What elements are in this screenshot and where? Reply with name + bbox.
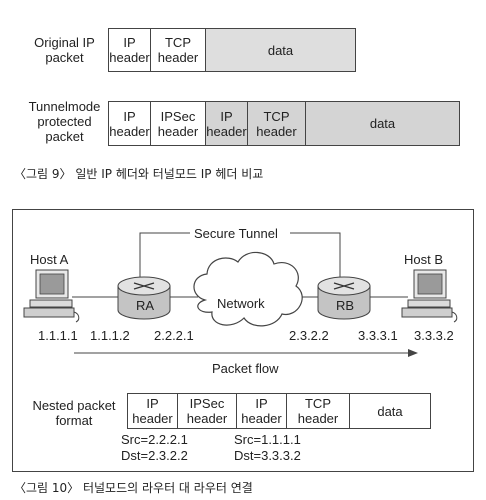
- figure10-caption: 〈그림 10〉 터널모드의 라우터 대 라우터 연결: [14, 481, 253, 495]
- nested-tcp-header-cell: TCP header: [287, 394, 350, 428]
- addr-host-a: 1.1.1.1: [38, 328, 78, 343]
- dst-inner: Dst=3.3.3.2: [234, 448, 301, 463]
- tunnel-inner-ip-header-cell: IP header: [206, 102, 248, 145]
- host-b-computer-icon: [401, 269, 458, 323]
- dst-outer: Dst=2.3.2.2: [121, 448, 188, 463]
- router-rb-label: RB: [336, 298, 355, 313]
- figure9-caption: 〈그림 9〉 일반 IP 헤더와 터널모드 IP 헤더 비교: [14, 167, 264, 181]
- host-a-label: Host A: [30, 252, 69, 267]
- host-b-label: Host B: [404, 252, 444, 267]
- host-a-computer-icon: [23, 269, 80, 323]
- tunnel-ipsec-header-cell: IPSec header: [151, 102, 206, 145]
- tunnel-tcp-header-cell: TCP header: [248, 102, 306, 145]
- router-ra-icon: [117, 276, 171, 320]
- tunnel-data-cell: data: [306, 102, 459, 145]
- original-data-cell: data: [206, 29, 355, 71]
- original-tcp-header-cell: TCP header: [151, 29, 206, 71]
- tunnel-packet-label: Tunnelmode protected packet: [28, 99, 101, 144]
- packet-flow-label: Packet flow: [212, 361, 279, 376]
- src-outer: Src=2.2.2.1: [121, 432, 188, 447]
- router-rb-icon: [317, 276, 371, 320]
- network-label: Network: [217, 296, 265, 311]
- secure-tunnel-label: Secure Tunnel: [194, 226, 278, 241]
- packet-flow-arrow: [74, 349, 418, 357]
- original-packet: IP header TCP header data: [108, 28, 356, 72]
- nested-packet: IP header IPSec header IP header TCP hea…: [127, 393, 431, 429]
- nested-outer-ip-header-cell: IP header: [128, 394, 178, 428]
- original-packet-label: Original IP packet: [34, 35, 95, 65]
- addr-ra-left: 1.1.1.2: [90, 328, 130, 343]
- nested-inner-ip-header-cell: IP header: [237, 394, 287, 428]
- addr-rb-left: 2.3.2.2: [289, 328, 329, 343]
- nested-data-cell: data: [377, 403, 403, 419]
- tunnel-packet: IP header IPSec header IP header TCP hea…: [108, 101, 460, 146]
- src-inner: Src=1.1.1.1: [234, 432, 301, 447]
- addr-rb-right: 3.3.3.1: [358, 328, 398, 343]
- original-ip-header-cell: IP header: [109, 29, 151, 71]
- figure10-frame: [12, 209, 474, 472]
- nested-packet-label: Nested packet format: [32, 398, 116, 428]
- router-ra-label: RA: [136, 298, 155, 313]
- addr-ra-right: 2.2.2.1: [154, 328, 194, 343]
- nested-ipsec-header-cell: IPSec header: [178, 394, 237, 428]
- network-cloud: [193, 251, 303, 327]
- secure-tunnel-line: [139, 232, 341, 288]
- addr-host-b: 3.3.3.2: [414, 328, 454, 343]
- tunnel-outer-ip-header-cell: IP header: [109, 102, 151, 145]
